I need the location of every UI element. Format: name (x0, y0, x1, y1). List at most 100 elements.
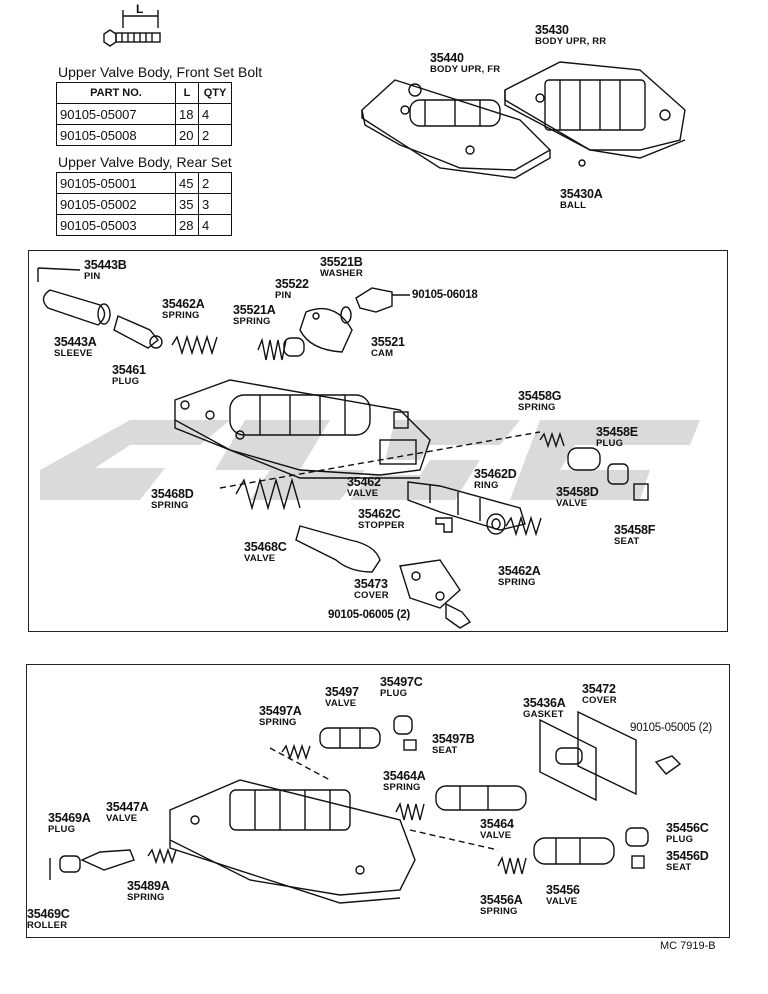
part-number: 35497C (380, 675, 423, 689)
middle-exploded-view-panel (28, 250, 728, 632)
part-number: 35521 (371, 335, 405, 349)
part-name: SEAT (432, 745, 458, 756)
part-number: 35497 (325, 685, 359, 699)
header-qty: QTY (198, 82, 232, 104)
lower-exploded-view-panel (26, 664, 730, 938)
part-number: 35443A (54, 335, 97, 349)
cell-l: 45 (175, 172, 199, 194)
cell-l: 20 (175, 124, 199, 146)
part-number: 35440 (430, 51, 464, 65)
cell-part-no: 90105-05007 (56, 103, 176, 125)
part-number: 90105-06005 (2) (328, 609, 411, 621)
table-row: 90105-05002 35 3 (56, 193, 232, 215)
cell-l: 28 (175, 214, 199, 236)
part-number: 90105-06018 (412, 289, 478, 301)
part-name: SEAT (614, 536, 640, 547)
part-number: 35464 (480, 817, 514, 831)
part-name: PLUG (112, 376, 140, 387)
part-name: COVER (354, 590, 389, 601)
part-number: 35468C (244, 540, 287, 554)
part-number: 35522 (275, 277, 309, 291)
cell-qty: 2 (198, 124, 232, 146)
middle-parts-art (37, 267, 649, 629)
part-name: SLEEVE (54, 348, 93, 359)
part-number: 35469A (48, 811, 91, 825)
part-number: 35462 (347, 475, 381, 489)
dimension-label: L (136, 2, 144, 16)
part-name: PLUG (48, 824, 76, 835)
part-name: WASHER (320, 268, 363, 279)
front-set-table: PART NO. L QTY 90105-05007 18 4 90105-05… (56, 82, 232, 146)
part-name: SEAT (666, 862, 692, 873)
part-number: 35468D (151, 487, 194, 501)
front-set-caption: Upper Valve Body, Front Set Bolt (58, 64, 263, 80)
part-number: 35447A (106, 800, 149, 814)
part-number: 35473 (354, 577, 388, 591)
part-name: BODY UPR, FR (430, 64, 501, 75)
part-name: SPRING (127, 892, 165, 903)
part-name: VALVE (347, 488, 379, 499)
part-label-90105-06018: 90105-06018 (412, 289, 478, 301)
table-row: 90105-05001 45 2 (56, 172, 232, 194)
part-number: 35458F (614, 523, 656, 537)
cell-l: 35 (175, 193, 199, 215)
part-name: RING (474, 480, 499, 491)
part-name: VALVE (480, 830, 512, 841)
part-label-90105-06005: 90105-06005 (2) (328, 609, 410, 621)
part-name: VALVE (556, 498, 588, 509)
part-name: CAM (371, 348, 394, 359)
cell-part-no: 90105-05008 (56, 124, 176, 146)
cell-part-no: 90105-05003 (56, 214, 176, 236)
cell-part-no: 90105-05001 (56, 172, 176, 194)
part-name: PIN (84, 271, 101, 282)
part-number: 35458D (556, 485, 599, 499)
part-name: VALVE (244, 553, 276, 564)
part-name: VALVE (325, 698, 357, 709)
part-number: 35430 (535, 23, 569, 37)
part-number: 35456D (666, 849, 709, 863)
part-name: COVER (582, 695, 617, 706)
cell-qty: 4 (198, 103, 232, 125)
part-number: 35443B (84, 258, 127, 272)
cell-l: 18 (175, 103, 199, 125)
part-name: SPRING (383, 782, 421, 793)
cell-qty: 3 (198, 193, 232, 215)
part-number: 35462D (474, 467, 517, 481)
part-name: SPRING (151, 500, 189, 511)
header-part-no: PART NO. (56, 82, 176, 104)
part-label-90105-05005: 90105-05005 (2) (630, 722, 712, 734)
part-name: STOPPER (358, 520, 405, 531)
part-number: 35462A (162, 297, 205, 311)
part-name: SPRING (259, 717, 297, 728)
table-header-row: PART NO. L QTY (56, 82, 232, 104)
part-number: 35521B (320, 255, 363, 269)
